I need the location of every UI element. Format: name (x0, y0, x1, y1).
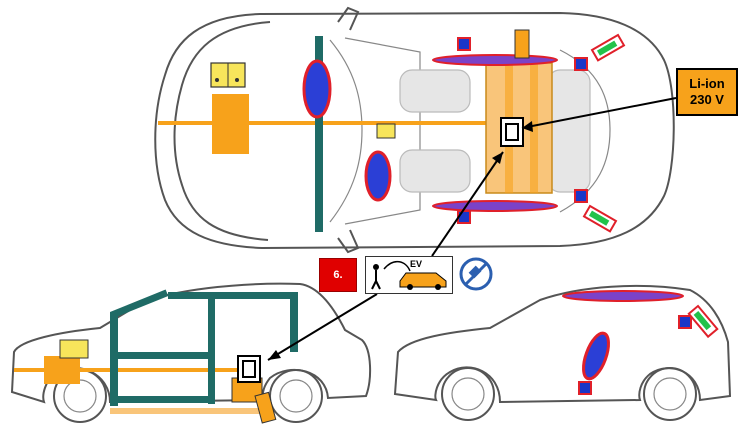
sensor-icon (579, 382, 591, 394)
side-view-right-car (395, 286, 730, 420)
hv-battery-floor (110, 408, 260, 414)
battery-type-line1: Li-ion (689, 76, 724, 92)
reinforcement-side (110, 290, 298, 406)
airbag-icon (578, 330, 613, 382)
battery-voltage-line2: 230 V (690, 92, 724, 108)
curtain-airbag-side (563, 291, 683, 301)
sensor-icon (575, 58, 587, 70)
curtain-airbag-right (433, 201, 557, 211)
rear-seat (548, 70, 590, 192)
rescue-sheet-number-badge: 6. (319, 258, 357, 292)
airbag-icon (366, 152, 390, 200)
sensor-icon (575, 190, 587, 202)
hv-module-front (212, 94, 249, 154)
hv-label-icon (255, 392, 276, 423)
hv-label-icon (515, 30, 529, 58)
battery-12v-top (211, 63, 245, 87)
battery-12v-icon (60, 340, 88, 358)
hv-battery-icon (501, 118, 523, 146)
battery-type-label: Li-ion 230 V (676, 68, 738, 116)
sensor-icon (458, 38, 470, 50)
hv-battery-icon (238, 356, 260, 382)
hv-disconnect-icon (377, 124, 395, 138)
curtain-airbag-left (433, 55, 557, 65)
sensor-icon (679, 316, 691, 328)
ev-rescue-icon: EV (365, 256, 453, 294)
front-seat-left (400, 70, 470, 112)
airbag-icon (304, 61, 330, 117)
pointer-arrow-ev-side (268, 294, 377, 360)
front-seat-right (400, 150, 470, 192)
ev-sign-text: EV (410, 259, 422, 269)
hv-module-side (44, 356, 80, 384)
